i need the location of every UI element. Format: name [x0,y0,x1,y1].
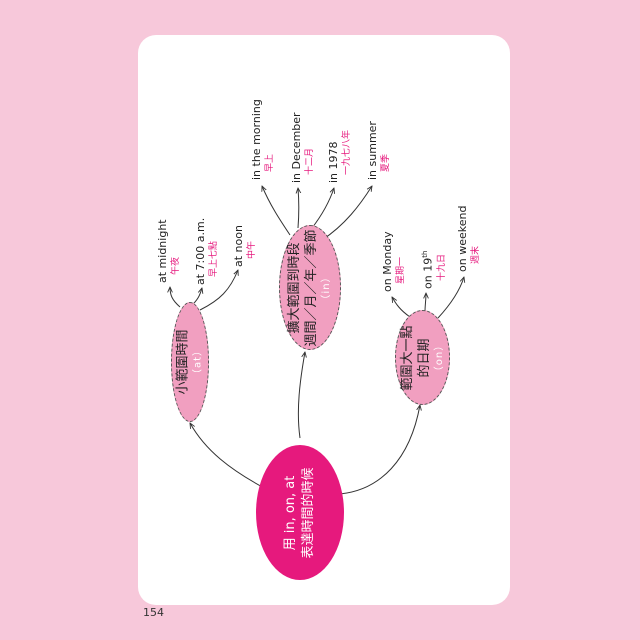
leaf-zh: 週末 [471,245,481,264]
on-node-line1: 範圍大一點 [399,324,415,391]
arrow-main-to-in [297,352,305,439]
leaf-zh: 午夜 [171,256,181,275]
main-node-line1: 用 in, on, at [283,475,298,550]
leaf-en: in the morning [250,99,263,180]
leaf-en: on weekend [456,205,469,272]
in-node-line1: 擴大範圍到時段 [287,241,302,334]
leaf-en: on 19th [418,251,436,289]
leaf-zh: 一九七八年 [342,129,352,175]
leaf-en: at midnight [156,219,169,283]
leaf-en: at 7:00 a.m. [194,217,207,285]
arrow-at-3 [199,270,238,311]
leaf-en: at noon [232,225,245,267]
arrow-main-to-on [339,405,420,495]
leaf-zh: 星期一 [396,256,406,284]
arrow-in-3 [311,188,334,229]
main-node: 用 in, on, at 表達時間的時候 [256,445,344,580]
arrow-at-1 [170,287,181,308]
at-node: 小範圍時間 （at） [171,302,209,422]
leaf-zh: 早上 [265,153,275,172]
leaf-en: in 1978 [327,141,340,183]
in-node: 擴大範圍到時段 週間／月／年／季節 （in） [279,225,341,350]
on-node-prep: （on） [433,339,445,376]
arrow-in-1 [262,186,291,236]
leaf-zh: 早上七點 [209,240,219,277]
arrow-on-1 [392,297,411,318]
leaf-zh: 十二月 [305,147,315,175]
arrow-on-3 [437,277,464,319]
arrow-in-2 [298,188,299,229]
leaf-en-sup: th [421,250,429,258]
leaf-en: in summer [366,121,379,180]
at-node-prep: （at） [192,344,204,380]
at-node-label: 小範圍時間 [175,329,191,395]
arrow-in-4 [321,186,372,241]
leaf-zh: 夏季 [381,153,391,172]
leaf-en-main: on 19 [421,257,435,289]
leaf-en: in December [290,112,303,183]
main-node-line2: 表達時間的時候 [301,466,316,559]
in-node-prep: （in） [321,270,332,305]
on-node-line2: 的日期 [416,337,432,378]
on-node: 範圍大一點 的日期 （on） [395,310,450,405]
leaf-zh: 十九日 [436,253,447,281]
arrow-main-to-at [190,423,269,491]
arrow-on-2 [425,293,426,313]
in-node-line2: 週間／月／年／季節 [304,228,319,347]
leaf-zh: 中午 [247,240,257,259]
leaf-en: on Monday [381,231,394,292]
page-number: 154 [143,606,164,619]
